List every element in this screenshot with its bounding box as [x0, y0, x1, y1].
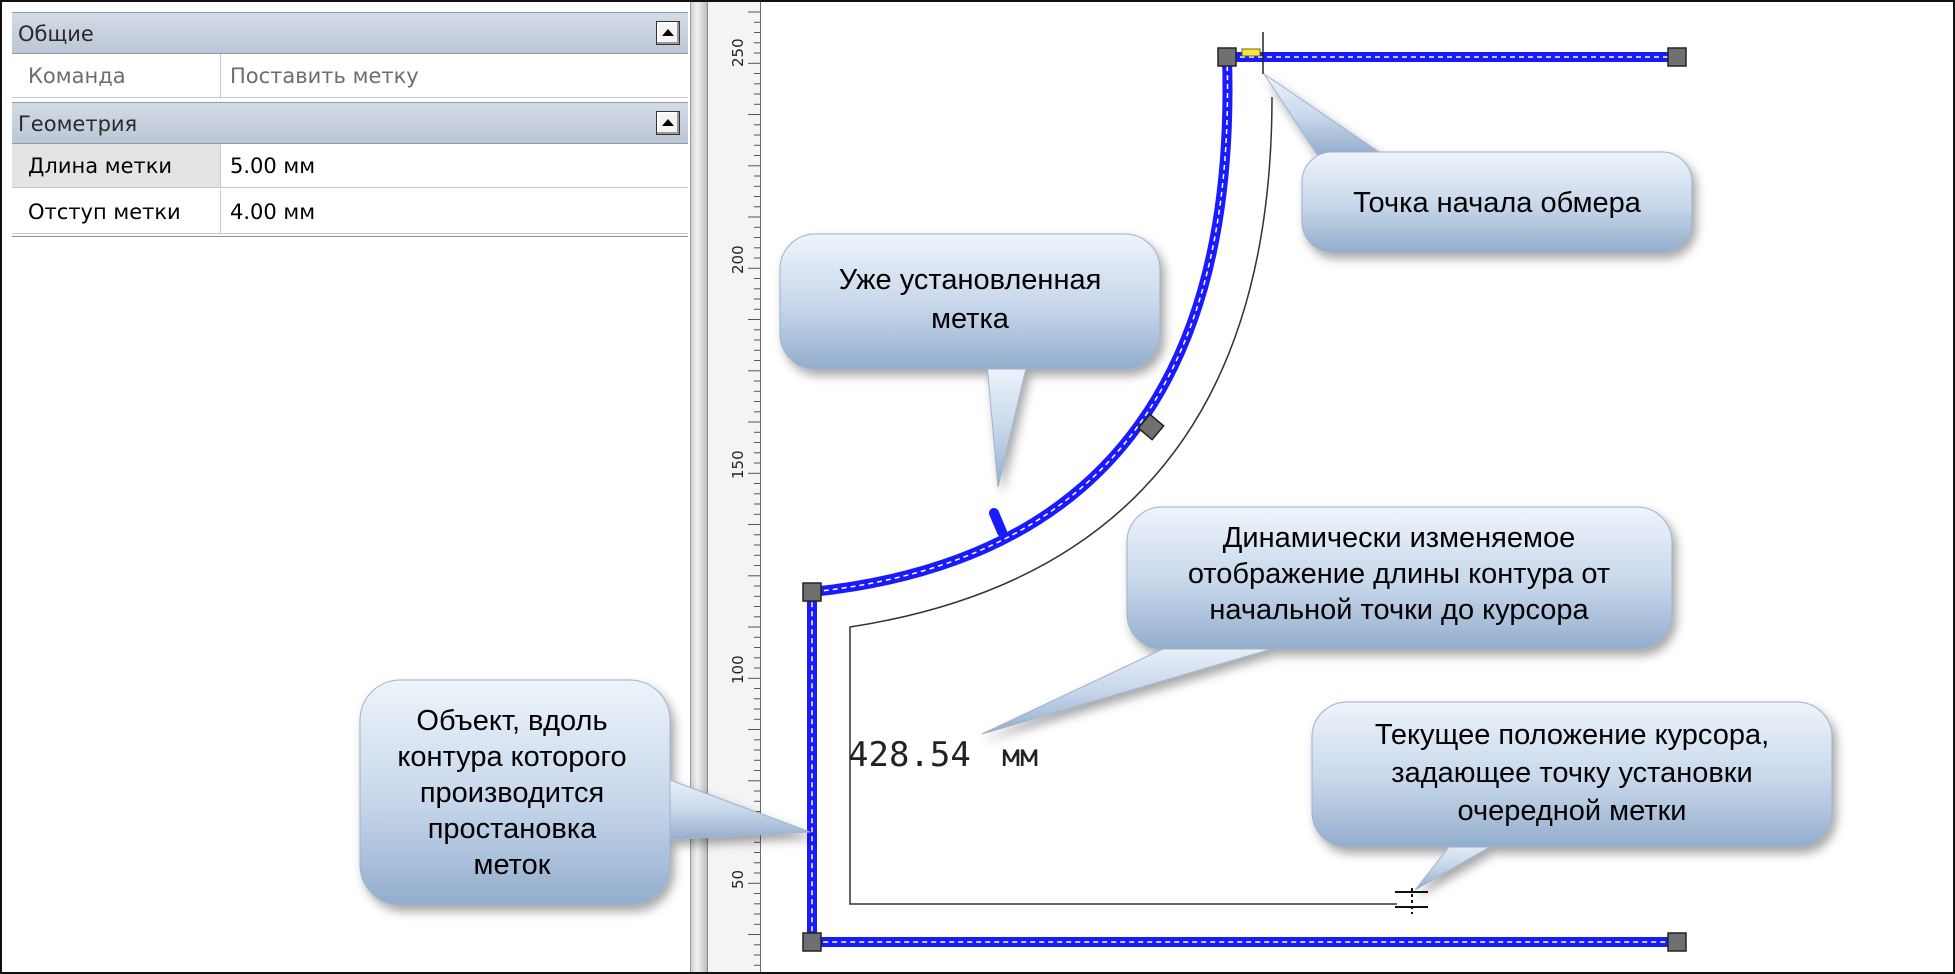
- property-name-cell: Команда: [12, 54, 221, 97]
- property-panel: Общие Команда Поставить метку Геометрия …: [2, 2, 691, 972]
- measurement-value: 428.54: [848, 735, 971, 775]
- drawing-svg: 428.54 мм Точка начала обмера Уже устано…: [779, 32, 1833, 952]
- callout-cursor-position-line3: очередной метки: [1458, 795, 1687, 827]
- ruler-label-150: 150: [729, 450, 747, 479]
- property-value-command[interactable]: Поставить метку: [230, 64, 419, 88]
- measurement-unit: мм: [1002, 739, 1038, 774]
- callout-existing-mark-line1: Уже установленная: [839, 264, 1102, 296]
- callout-cursor-position-line2: задающее точку установки: [1391, 757, 1752, 789]
- callout-dynamic-length-line3: начальной точки до курсора: [1209, 594, 1589, 626]
- property-row-command[interactable]: Команда Поставить метку: [12, 54, 688, 98]
- property-row-mark-length[interactable]: Длина метки 5.00 мм: [12, 144, 688, 188]
- drawing-canvas[interactable]: 428.54 мм Точка начала обмера Уже устано…: [761, 2, 1953, 972]
- contour-object[interactable]: [807, 52, 1677, 947]
- ruler-label-100: 100: [729, 655, 747, 684]
- callout-cursor-position: [1311, 701, 1833, 891]
- callout-dynamic-length: [981, 506, 1673, 735]
- callout-dynamic-length-line1: Динамически изменяемое: [1223, 522, 1575, 554]
- property-row-mark-offset[interactable]: Отступ метки 4.00 мм: [12, 190, 688, 234]
- callout-existing-mark: [779, 233, 1161, 488]
- ruler-label-250: 250: [729, 38, 747, 67]
- cursor-crosshair: [1395, 888, 1428, 914]
- ruler-label-200: 200: [729, 245, 747, 274]
- panel-splitter[interactable]: [691, 2, 708, 972]
- offset-guide-line: [849, 96, 1397, 905]
- section-geometry-header[interactable]: Геометрия: [12, 102, 688, 144]
- grip-handle-bottom-right[interactable]: [1667, 932, 1687, 952]
- ruler-label-50: 50: [729, 870, 747, 889]
- callout-existing-mark-line2: метка: [931, 303, 1010, 335]
- start-point-marker: [1241, 48, 1261, 57]
- grip-handle-top-left[interactable]: [1217, 47, 1237, 67]
- grip-handle-arc-mid[interactable]: [1137, 413, 1165, 441]
- existing-mark: [989, 508, 1007, 537]
- ruler-ticks: 250 200 150 100 50: [729, 11, 760, 966]
- property-value-mark-length[interactable]: 5.00 мм: [230, 154, 316, 178]
- property-name-mark-offset: Отступ метки: [28, 200, 181, 224]
- callout-start-point-text: Точка начала обмера: [1353, 187, 1642, 219]
- section-general-title: Общие: [18, 22, 94, 46]
- vertical-ruler: 250 200 150 100 50: [708, 2, 761, 972]
- collapse-geometry-button[interactable]: [656, 111, 680, 135]
- property-name-cell: Длина метки: [12, 144, 221, 187]
- grip-handle-top-right[interactable]: [1667, 47, 1687, 67]
- panel-divider: [12, 236, 688, 237]
- callout-cursor-position-line1: Текущее положение курсора,: [1375, 719, 1769, 751]
- grip-handle-bottom-left[interactable]: [802, 932, 822, 952]
- property-value-mark-offset[interactable]: 4.00 мм: [230, 200, 316, 224]
- property-name-command: Команда: [28, 64, 126, 88]
- section-general-header[interactable]: Общие: [12, 12, 688, 54]
- grip-handle-arc-end[interactable]: [802, 582, 822, 602]
- collapse-general-button[interactable]: [656, 21, 680, 45]
- callout-start-point: [1263, 73, 1693, 253]
- section-geometry-title: Геометрия: [18, 112, 138, 136]
- property-name-cell: Отступ метки: [12, 190, 221, 233]
- contour-path-dashes: [811, 56, 1677, 943]
- callout-dynamic-length-line2: отображение длины контура от: [1188, 558, 1610, 590]
- property-name-mark-length: Длина метки: [28, 154, 173, 178]
